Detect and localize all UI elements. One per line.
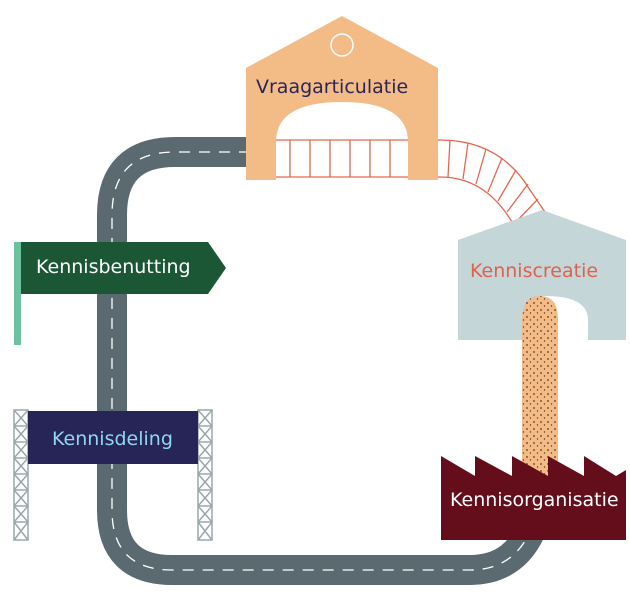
kennisbenutting-sign [14,242,226,345]
vraagarticulatie-house [246,16,438,180]
kennisorganisatie-label: Kennisorganisatie [450,489,619,511]
house-window-icon [330,33,354,57]
kennisorganisatie-factory [441,456,626,540]
bridge [249,139,546,233]
kennisdeling-banner [28,411,198,464]
sign-post [14,242,21,345]
sand-pipe [522,296,558,476]
kenniscreatie-label: Kenniscreatie [470,260,599,282]
vraagarticulatie-label: Vraagarticulatie [256,76,409,98]
kenniscreatie-house [458,210,626,340]
road [97,137,550,585]
kennisdeling-label: Kennisdeling [52,428,173,450]
scaffold-frame [13,409,213,541]
kennisbenutting-label: Kennisbenutting [36,256,191,278]
